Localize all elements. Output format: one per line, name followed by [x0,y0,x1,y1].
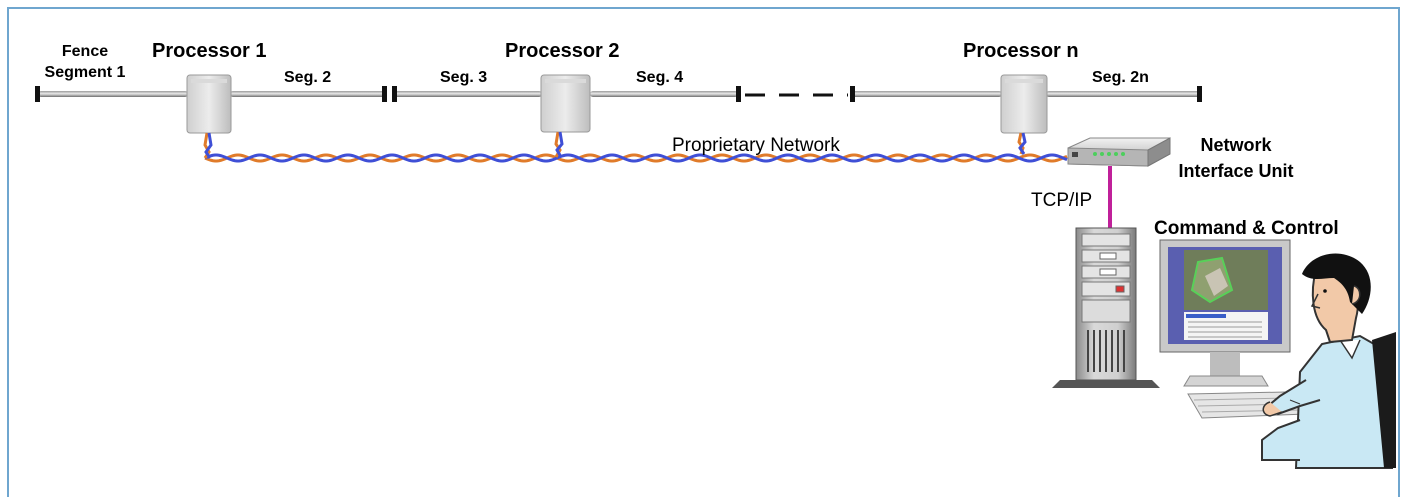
fence-segment-1-cable [38,91,188,97]
cable-end-cap [736,86,741,102]
processor-1-box [186,74,232,134]
network-diagram: Fence Segment 1 Processor 1 Processor 2 … [35,40,1396,469]
network-interface-unit-label: Interface Unit [1178,161,1293,181]
processor-1-label: Processor 1 [152,40,267,62]
fence-segment-label: Fence [62,43,108,60]
operator-figure-icon [1261,253,1396,469]
cable-end-cap [850,86,855,102]
fence-segment-2n-cable [1046,91,1200,97]
processor-n-label: Processor n [963,40,1079,62]
fence-segment-4-cable [590,91,738,97]
diagram-frame [7,7,1400,497]
fence-segment-2n-1-cable [852,91,1002,97]
network-interface-unit-device [1067,137,1171,167]
server-tower-icon [1052,227,1160,388]
cable-end-cap [382,86,387,102]
segment-4-label: Seg. 4 [636,69,683,86]
segment-2-label: Seg. 2 [284,69,331,86]
proprietary-network-label: Proprietary Network [672,135,840,156]
proprietary-network-cable [203,131,1068,163]
processor-2-box [540,74,591,133]
fence-segment-3-cable [394,91,542,97]
cable-end-cap [1197,86,1202,102]
processor-2-label: Processor 2 [505,40,620,62]
fence-segment-2-cable [230,91,386,97]
segment-3-label: Seg. 3 [440,69,487,86]
fence-segment-label: Segment 1 [45,64,126,81]
monitor-icon [1159,239,1291,387]
tcpip-label: TCP/IP [1031,190,1092,211]
fence-cables [35,86,1202,102]
network-interface-unit-label: Network [1200,135,1272,155]
segment-2n-label: Seg. 2n [1092,69,1149,86]
processor-n-box [1000,74,1048,134]
command-and-control-label: Command & Control [1154,218,1339,239]
cable-end-cap [392,86,397,102]
cable-end-cap [35,86,40,102]
